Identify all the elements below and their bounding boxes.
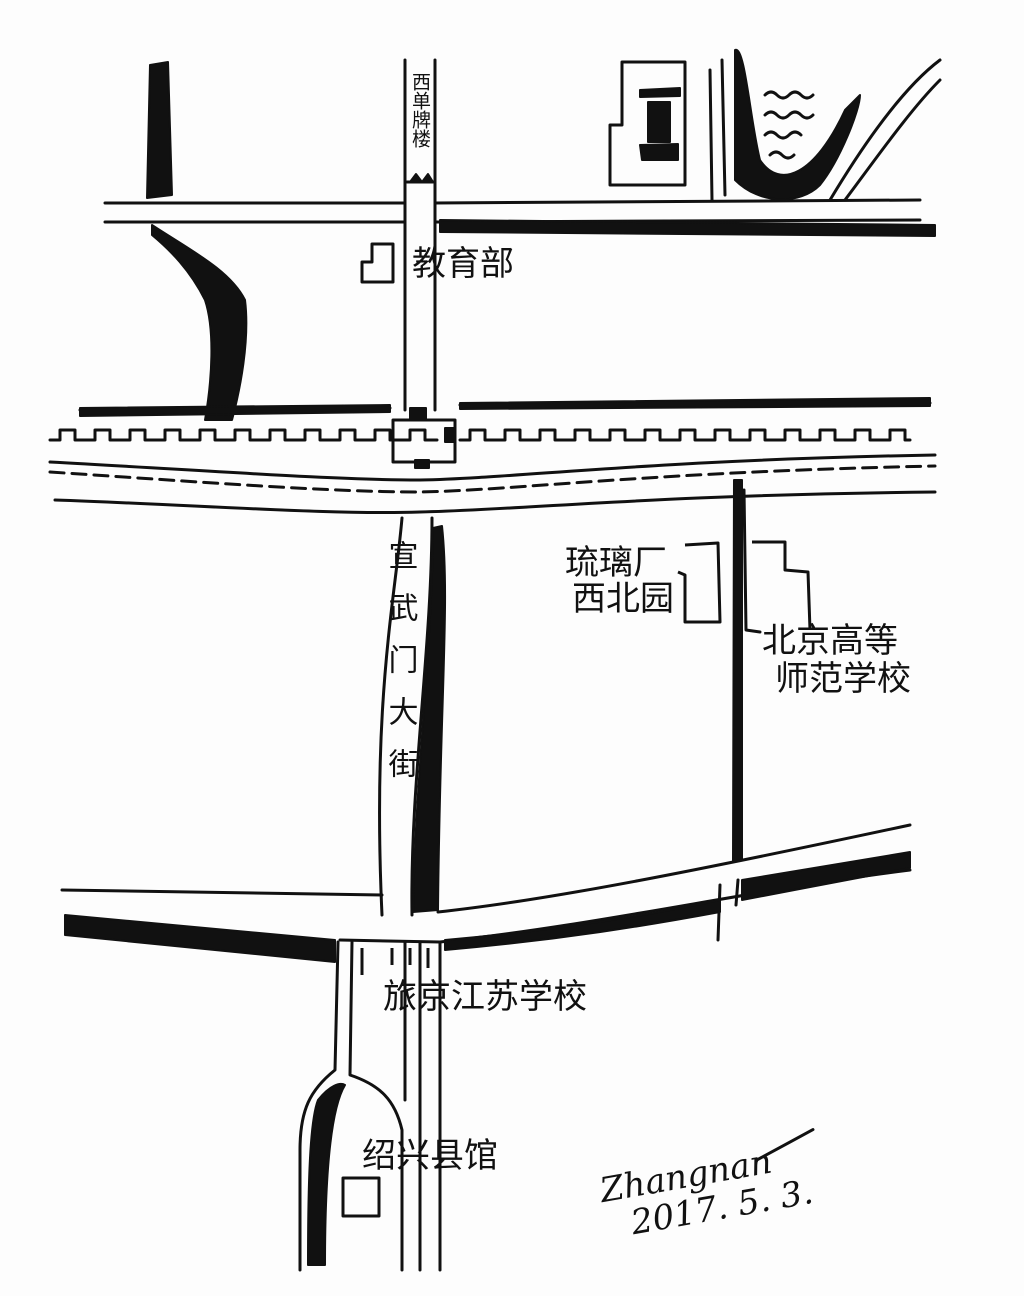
building-liulichang [677,541,722,624]
label-shaoxing-guild: 绍兴县馆 [362,1136,498,1176]
south-roads [298,940,442,1272]
building-ministry [360,242,395,284]
label-xidan-pailou: 西单牌楼 [409,72,431,148]
building-top-right [608,60,687,187]
label-liulichang-2: 西北园 [572,579,674,619]
xidan-road: 西单牌楼 [403,58,437,412]
label-normal-school-2: 师范学校 [775,659,911,699]
signature: Zhangnan 2017. 5. 3. [596,1128,816,1243]
shadow-top-left [146,61,173,199]
middle-road [60,823,912,963]
label-jiangsu-school: 旅京江苏学校 [383,977,587,1017]
building-shaoxing-guild [341,1176,381,1218]
shadow-curve-left [151,224,248,421]
city-wall-band [48,397,937,515]
lake [708,48,942,202]
label-liulichang-1: 琉璃厂 [565,543,667,583]
top-road [103,198,936,237]
label-ministry-of-education: 教育部 [412,244,514,284]
label-xuanwumen-street: 宣武门大街 [383,540,419,800]
east-road [732,479,743,863]
xuanwumen-street: 宣武门大街 [378,516,447,917]
label-normal-school-1: 北京高等 [762,621,898,661]
building-normal-school [752,540,812,631]
